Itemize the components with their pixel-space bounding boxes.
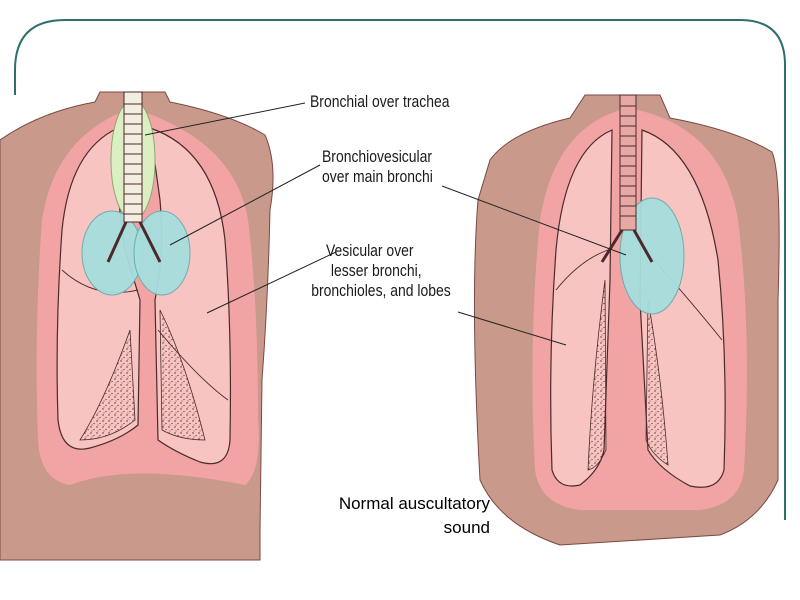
label-vesicular: Vesicular over lesser bronchi, bronchiol… — [326, 241, 451, 301]
label-bronchovesicular-line-1: Bronchiovesicular — [322, 147, 433, 167]
label-vesicular-line-1: Vesicular over — [326, 241, 451, 261]
label-bronchial: Bronchial over trachea — [310, 92, 449, 112]
label-bronchial-line-1: Bronchial over trachea — [310, 92, 449, 112]
label-bronchovesicular: Bronchiovesicular over main bronchi — [322, 147, 433, 187]
anterior-chest-figure — [0, 92, 273, 560]
label-vesicular-line-2: lesser bronchi, — [326, 261, 451, 281]
posterior-chest-figure — [474, 95, 779, 545]
label-vesicular-line-3: bronchioles, and lobes — [311, 281, 451, 301]
caption: Normal auscultatory sound — [290, 492, 490, 540]
label-bronchovesicular-line-2: over main bronchi — [322, 167, 433, 187]
caption-line-1: Normal auscultatory — [290, 492, 490, 516]
caption-line-2: sound — [290, 516, 490, 540]
